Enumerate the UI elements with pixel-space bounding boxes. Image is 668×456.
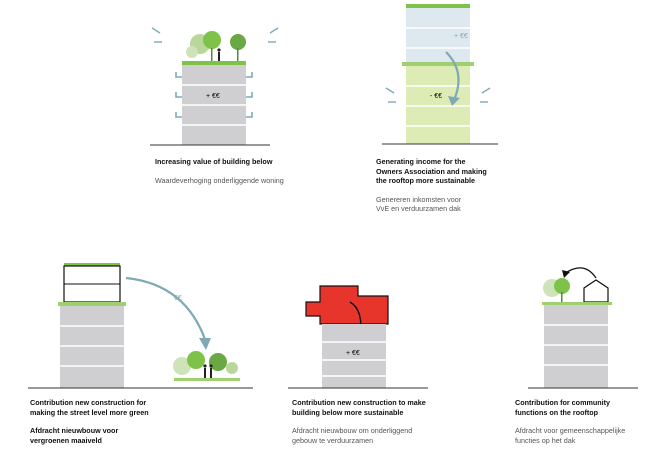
illustration-owners-association: + €€ - €€ — [382, 4, 498, 145]
caption-subtitle: Afdracht nieuwbouw voor vergroenen maaiv… — [30, 426, 119, 445]
caption-community-functions: Contribution for community functions on … — [515, 398, 665, 445]
caption-title: Increasing value of building below — [155, 157, 273, 166]
illustration-street-greening: €€ — [28, 263, 253, 389]
new-construction-floors — [406, 8, 470, 66]
caption-title: Generating income for the Owners Associa… — [376, 157, 487, 185]
value-label-mid: - €€ — [430, 93, 442, 100]
signal-rays-icon — [385, 87, 491, 103]
rooftop-trees-icon — [543, 278, 570, 302]
green-edge — [58, 302, 126, 306]
caption-title: Contribution new construction to make bu… — [292, 398, 426, 417]
caption-title: Contribution new construction for making… — [30, 398, 149, 417]
building-below — [544, 305, 608, 388]
caption-street-level-green: Contribution new construction for making… — [30, 398, 230, 445]
illustration-rooftop-value: + €€ — [150, 27, 279, 146]
roof-greenery — [182, 61, 246, 65]
illustration-community-rooftop — [528, 267, 638, 389]
caption-subtitle: Genereren inkomsten voor VvE en verduurz… — [376, 194, 462, 214]
street-trees-icon — [173, 351, 240, 381]
roof-greenery — [64, 263, 120, 266]
signal-rays-icon — [151, 27, 279, 43]
value-label: + €€ — [206, 93, 220, 100]
caption-title: Contribution for community functions on … — [515, 398, 611, 417]
green-edge — [402, 62, 474, 66]
rooftop-trees-icon — [186, 31, 246, 62]
value-label-top: + €€ — [454, 33, 468, 40]
value-label: + €€ — [346, 350, 360, 357]
illustration-sustainable-building: + €€ — [288, 285, 428, 389]
caption-subtitle: Afdracht voor gemeenschappelijke functie… — [515, 426, 626, 445]
value-brackets-icon — [175, 72, 253, 118]
value-label: €€ — [174, 295, 182, 302]
building-below — [322, 324, 386, 388]
caption-subtitle: Afdracht nieuwbouw om onderliggend gebou… — [292, 426, 413, 445]
red-new-construction — [305, 285, 389, 325]
contribution-arrow-icon — [125, 276, 208, 343]
caption-generating-income: Generating income for the Owners Associa… — [376, 157, 576, 214]
roof-greenery — [542, 302, 612, 305]
existing-building — [406, 66, 470, 144]
caption-subtitle: Waardeverhoging onderliggende woning — [155, 175, 284, 185]
caption-increasing-value: Increasing value of building below Waard… — [155, 157, 355, 185]
income-arrow-icon — [445, 51, 460, 101]
building-below — [60, 306, 124, 388]
community-house-icon — [583, 279, 609, 303]
caption-sustainable-building: Contribution new construction to make bu… — [292, 398, 492, 445]
roof-greenery — [406, 4, 470, 8]
